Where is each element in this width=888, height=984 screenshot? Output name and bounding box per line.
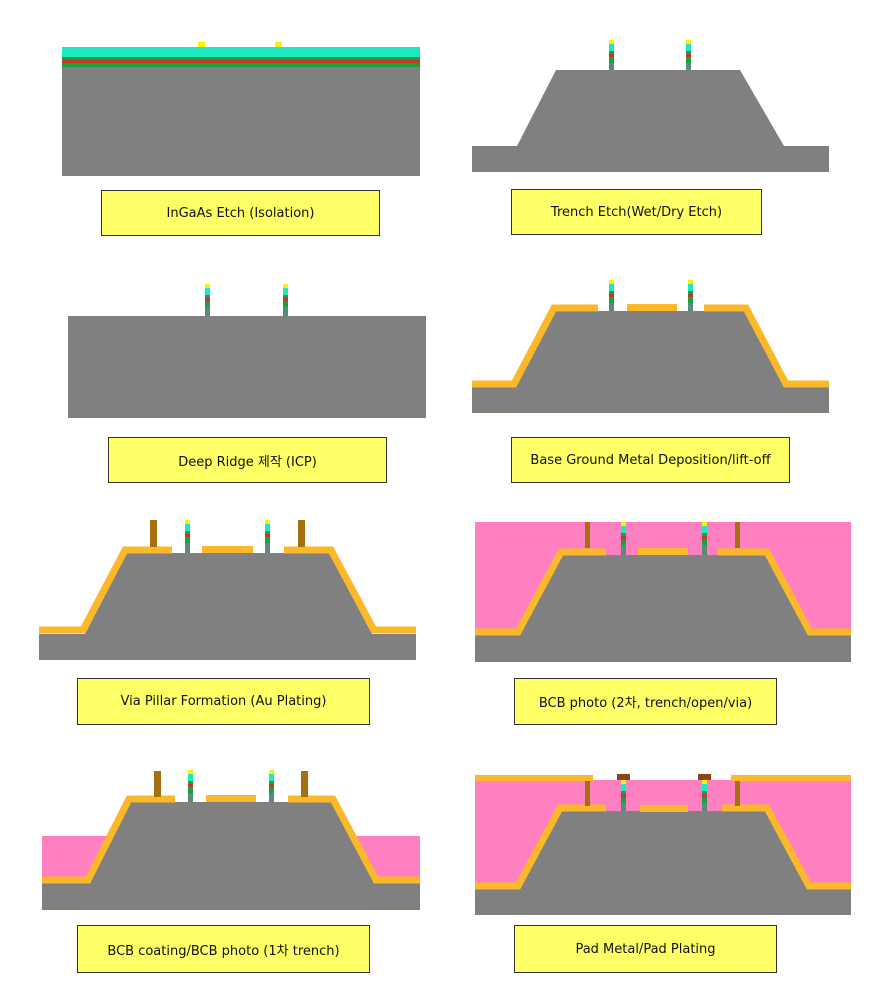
ridge-stack-right bbox=[688, 280, 693, 311]
epi-layer-green bbox=[62, 57, 420, 60]
metal-right bbox=[722, 804, 851, 890]
metal-right bbox=[704, 304, 829, 388]
epi-layer-cyan bbox=[62, 47, 420, 57]
metal-center bbox=[640, 805, 688, 812]
metal-right bbox=[284, 546, 416, 634]
step-3-caption: Deep Ridge 제작 (ICP) bbox=[108, 437, 387, 483]
step-7-caption: BCB coating/BCB photo (1차 trench) bbox=[77, 925, 370, 973]
via-pillar-left bbox=[585, 522, 590, 548]
metal-left bbox=[39, 546, 172, 634]
metal-left bbox=[475, 804, 606, 890]
bcb-fill-right bbox=[350, 836, 420, 880]
step-8-figure bbox=[475, 774, 851, 915]
step-5-caption: Via Pillar Formation (Au Plating) bbox=[77, 678, 370, 725]
substrate bbox=[68, 316, 426, 418]
substrate-trapezoid bbox=[475, 555, 851, 662]
step-6-caption: BCB photo (2차, trench/open/via) bbox=[514, 678, 777, 725]
metal-center bbox=[206, 795, 256, 802]
substrate-trapezoid bbox=[39, 553, 416, 660]
substrate-trapezoid bbox=[472, 70, 829, 172]
ridge-stack-right bbox=[702, 522, 707, 555]
substrate bbox=[62, 67, 420, 176]
ridge-stack-right bbox=[283, 284, 288, 316]
bcb-fill-left bbox=[42, 836, 112, 880]
metal-left bbox=[472, 304, 598, 388]
pad-plating-right bbox=[698, 774, 711, 780]
ridge-stack-left bbox=[205, 284, 210, 316]
epi-layer-green-bottom bbox=[62, 63, 420, 67]
step-4-caption: Base Ground Metal Deposition/lift-off bbox=[511, 437, 790, 483]
epi-layer-red bbox=[62, 60, 420, 63]
metal-center bbox=[627, 304, 677, 311]
via-pillar-right bbox=[735, 522, 740, 548]
via-pillar-right bbox=[301, 771, 308, 797]
step-2-figure bbox=[472, 40, 829, 172]
ridge-stack-left bbox=[609, 280, 614, 311]
step-3-figure bbox=[68, 284, 426, 418]
metal-right bbox=[718, 548, 851, 636]
substrate-trapezoid bbox=[475, 811, 851, 915]
pad-plating-left bbox=[617, 774, 630, 780]
ridge-stack-right bbox=[269, 770, 274, 802]
via-pillar-right bbox=[298, 520, 305, 547]
ridge-stack-left bbox=[609, 40, 614, 70]
metal-center bbox=[638, 548, 688, 555]
step-6-figure bbox=[475, 522, 851, 662]
substrate-trapezoid bbox=[42, 802, 420, 910]
step-1-caption: InGaAs Etch (Isolation) bbox=[101, 190, 380, 236]
ridge-stack-right bbox=[686, 40, 691, 70]
step-5-figure bbox=[39, 520, 416, 660]
step-1-figure bbox=[62, 42, 420, 176]
step-2-caption: Trench Etch(Wet/Dry Etch) bbox=[511, 189, 762, 235]
ridge-stack-right bbox=[265, 520, 270, 553]
step-8-caption: Pad Metal/Pad Plating bbox=[514, 925, 777, 973]
ridge-stack-left bbox=[621, 780, 626, 811]
via-pillar-left bbox=[585, 780, 590, 806]
substrate-trapezoid bbox=[472, 311, 829, 413]
ridge-stack-left bbox=[185, 520, 190, 553]
ridge-stack-left bbox=[621, 522, 626, 555]
metal-left bbox=[42, 795, 175, 884]
pad-metal-top-right bbox=[731, 775, 851, 781]
mask-dot-left bbox=[198, 42, 205, 47]
mask-dot-right bbox=[275, 42, 282, 47]
metal-left bbox=[475, 548, 606, 636]
metal-center bbox=[202, 546, 253, 553]
via-pillar-left bbox=[154, 771, 161, 797]
ridge-stack-left bbox=[188, 770, 193, 802]
ridge-stack-right bbox=[702, 780, 707, 811]
step-4-figure bbox=[472, 280, 829, 413]
via-pillar-left bbox=[150, 520, 157, 547]
metal-right bbox=[288, 795, 420, 884]
pad-metal-top-left bbox=[475, 775, 593, 781]
step-7-figure bbox=[42, 770, 420, 910]
via-pillar-right bbox=[735, 780, 740, 806]
